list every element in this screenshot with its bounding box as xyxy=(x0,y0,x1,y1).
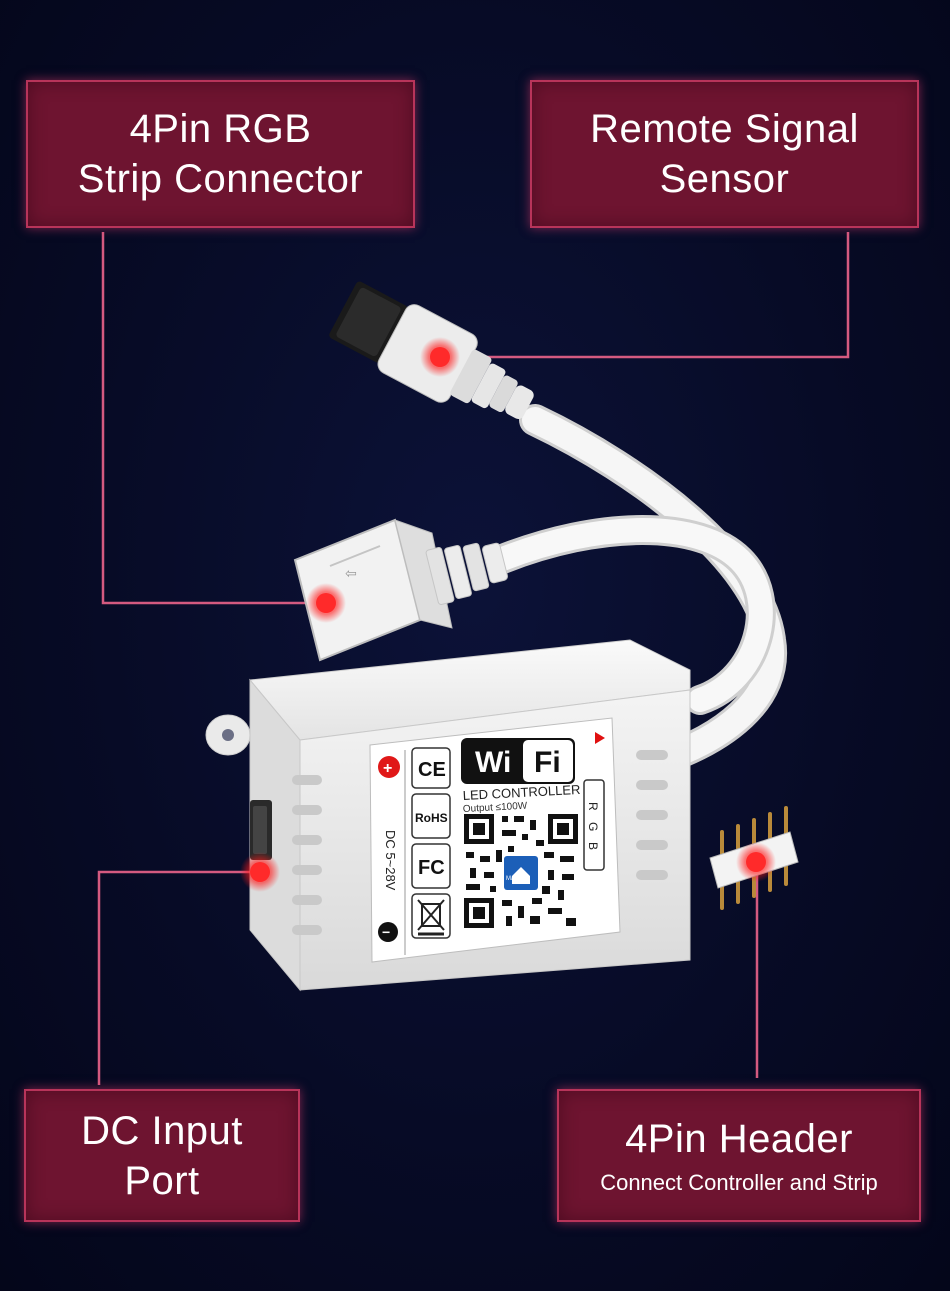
label-dc-line2: Port xyxy=(124,1158,200,1203)
label-remote-line1: Remote Signal xyxy=(590,107,859,151)
leader-line-dc-input xyxy=(97,870,260,1085)
marker-dots xyxy=(240,337,776,892)
plus-text: + xyxy=(383,760,392,777)
minus-text: − xyxy=(382,924,390,940)
leader-line-rgb-connector xyxy=(101,232,325,605)
leader-line-remote-sensor xyxy=(440,232,850,359)
channel-r: R xyxy=(586,802,600,811)
cables xyxy=(485,404,788,776)
qr-logo-text: Magic xyxy=(506,876,522,882)
label-header-line2: Connect Controller and Strip xyxy=(600,1169,878,1195)
rgb-strip-connector: ⇦ xyxy=(293,518,508,662)
label-rgb-line2: Strip Connector xyxy=(77,157,364,201)
weee-bin-icon xyxy=(417,899,445,936)
channel-b: B xyxy=(586,842,600,850)
label-dc-line1: DC Input xyxy=(81,1108,243,1153)
channel-g: G xyxy=(586,822,600,831)
wifi-left-text: Wi xyxy=(475,746,511,779)
label-remote-line2: Sensor xyxy=(659,157,790,201)
qr-code xyxy=(462,812,580,930)
label-dc-input-port: DC Input Port xyxy=(24,1089,300,1222)
cert-fc-text: FC xyxy=(418,857,445,879)
label-remote-signal-sensor: Remote Signal Sensor xyxy=(530,80,919,228)
model-text: LED CONTROLLER xyxy=(462,782,580,803)
label-header-line1: 4Pin Header xyxy=(625,1116,853,1161)
remote-sensor-probe xyxy=(329,281,534,419)
label-4pin-header: 4Pin Header Connect Controller and Strip xyxy=(557,1089,921,1222)
cert-rohs-text: RoHS xyxy=(415,811,448,825)
leader-lines xyxy=(97,232,850,1085)
label-rgb-strip-connector: 4Pin RGB Strip Connector xyxy=(26,80,415,228)
cert-ce-text: CE xyxy=(418,759,446,781)
label-rgb-line1: 4Pin RGB xyxy=(129,107,312,151)
wifi-right-text: Fi xyxy=(534,746,561,779)
voltage-text: DC 5~28V xyxy=(383,830,398,891)
device-label xyxy=(369,717,621,963)
output-text: Output ≤100W xyxy=(463,801,528,815)
svg-text:⇦: ⇦ xyxy=(345,566,357,582)
